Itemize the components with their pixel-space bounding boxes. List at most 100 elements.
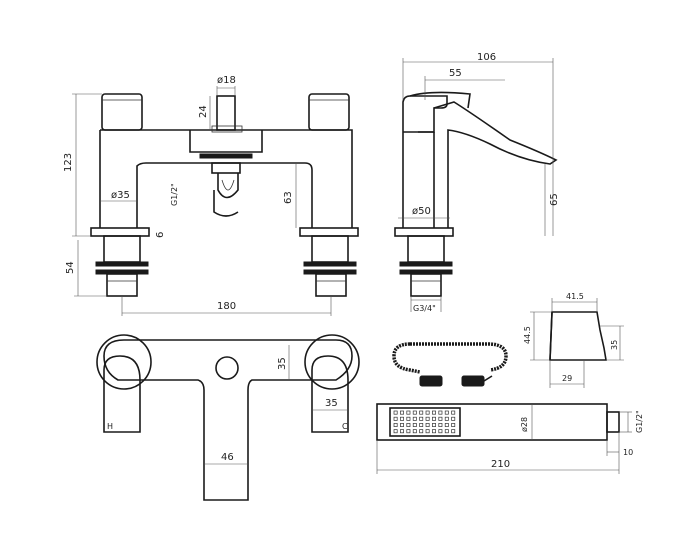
plan-right-handle xyxy=(311,355,349,433)
dim-handset-dia: ø28 xyxy=(520,417,529,432)
nozzle xyxy=(419,416,424,421)
side-washer xyxy=(394,227,454,237)
nozzle xyxy=(425,416,430,421)
side-elevation: 106 55 65 ø50 G3/4" xyxy=(394,52,560,313)
nozzle xyxy=(432,416,436,421)
left-handle xyxy=(101,93,143,131)
dim-front-thread: G1/2" xyxy=(170,183,179,206)
side-tail xyxy=(410,273,442,297)
dim-plan-offset: 35 xyxy=(277,357,288,370)
nozzle xyxy=(393,423,398,427)
dim-tail-height: 54 xyxy=(65,261,76,274)
nozzle xyxy=(412,416,417,421)
nozzle xyxy=(451,410,456,415)
nozzle xyxy=(444,410,449,415)
nozzle xyxy=(438,423,443,427)
side-spout xyxy=(433,101,558,228)
plan-body xyxy=(103,339,353,501)
right-tail xyxy=(315,273,347,297)
left-washer xyxy=(90,227,150,237)
bridge-body xyxy=(99,129,353,228)
nozzle xyxy=(400,423,404,427)
shower-handset: ø28 G1/2" 10 210 xyxy=(376,403,644,474)
dim-holder-height-left: 44.5 xyxy=(523,326,532,344)
dim-spout-height-side: 65 xyxy=(549,193,560,206)
nozzle xyxy=(400,429,404,434)
dim-plan-spout-width: 46 xyxy=(221,452,234,463)
dim-handset-length: 210 xyxy=(491,459,510,470)
dim-handset-thread: G1/2" xyxy=(635,410,644,433)
nozzle xyxy=(419,410,424,415)
nozzle xyxy=(400,410,404,415)
hose-nut-right xyxy=(461,375,485,387)
plan-left-boss xyxy=(96,334,152,390)
dim-spout-height: 63 xyxy=(283,191,294,204)
nozzle xyxy=(438,429,443,434)
dim-washer-thickness: 6 xyxy=(155,232,166,238)
right-washer xyxy=(299,227,359,237)
nozzle xyxy=(412,423,417,427)
handset-body xyxy=(376,403,608,441)
dim-pillar-dia: ø35 xyxy=(111,190,130,201)
dim-reach: 55 xyxy=(449,68,462,79)
dim-overall-depth: 106 xyxy=(477,52,496,63)
nozzle xyxy=(444,416,449,421)
spout-block xyxy=(189,130,263,153)
plan-right-boss xyxy=(304,334,360,390)
nozzle xyxy=(393,410,398,415)
nozzle xyxy=(419,429,424,434)
plan-cold-label: C xyxy=(342,422,348,431)
right-handle xyxy=(308,93,350,131)
nozzle xyxy=(412,429,417,434)
dim-holder-base: 29 xyxy=(562,374,572,383)
holder-shape xyxy=(549,311,607,361)
nozzle xyxy=(425,410,430,415)
nozzle xyxy=(432,423,436,427)
handset-connector xyxy=(606,411,620,433)
nozzle xyxy=(419,423,424,427)
nozzle xyxy=(406,423,411,427)
plan-view: H C 35 35 46 xyxy=(96,334,360,501)
nozzle xyxy=(406,416,411,421)
nozzle xyxy=(451,416,456,421)
nozzle xyxy=(451,423,456,427)
nozzle xyxy=(400,416,404,421)
left-tail xyxy=(106,273,138,297)
dim-holder-width: 41.5 xyxy=(566,292,584,301)
nozzle xyxy=(393,416,398,421)
dim-nozzle-dia: ø18 xyxy=(217,75,236,86)
dim-nozzle-height: 24 xyxy=(198,105,209,118)
plan-diverter xyxy=(215,356,239,380)
handset-nozzles xyxy=(393,410,456,434)
wall-holder: 41.5 44.5 35 29 xyxy=(523,292,624,388)
side-lever xyxy=(409,91,471,109)
spout-outlet xyxy=(199,153,253,159)
nozzle xyxy=(444,429,449,434)
nozzle xyxy=(406,429,411,434)
nozzle xyxy=(432,429,436,434)
dim-base-dia: ø50 xyxy=(412,206,431,217)
nozzle xyxy=(438,416,443,421)
nozzle xyxy=(451,429,456,434)
nozzle xyxy=(393,429,398,434)
nozzle xyxy=(432,410,436,415)
handset-head xyxy=(389,407,461,437)
nozzle xyxy=(438,410,443,415)
hose-nut-left xyxy=(419,375,443,387)
dim-overall-height: 123 xyxy=(63,153,74,172)
nozzle xyxy=(444,423,449,427)
dim-side-thread: G3/4" xyxy=(413,304,436,313)
dim-holder-height-right: 35 xyxy=(610,340,619,350)
nozzle xyxy=(425,429,430,434)
dim-plan-handle: 35 xyxy=(325,398,338,409)
diverter-knob xyxy=(216,95,236,131)
plan-left-handle xyxy=(103,355,141,433)
nozzle xyxy=(406,410,411,415)
plan-hot-label: H xyxy=(107,422,113,431)
nozzle xyxy=(425,423,430,427)
shower-hose xyxy=(392,342,508,387)
shower-outlet xyxy=(217,173,239,199)
dim-centres: 180 xyxy=(217,301,236,312)
nozzle xyxy=(412,410,417,415)
